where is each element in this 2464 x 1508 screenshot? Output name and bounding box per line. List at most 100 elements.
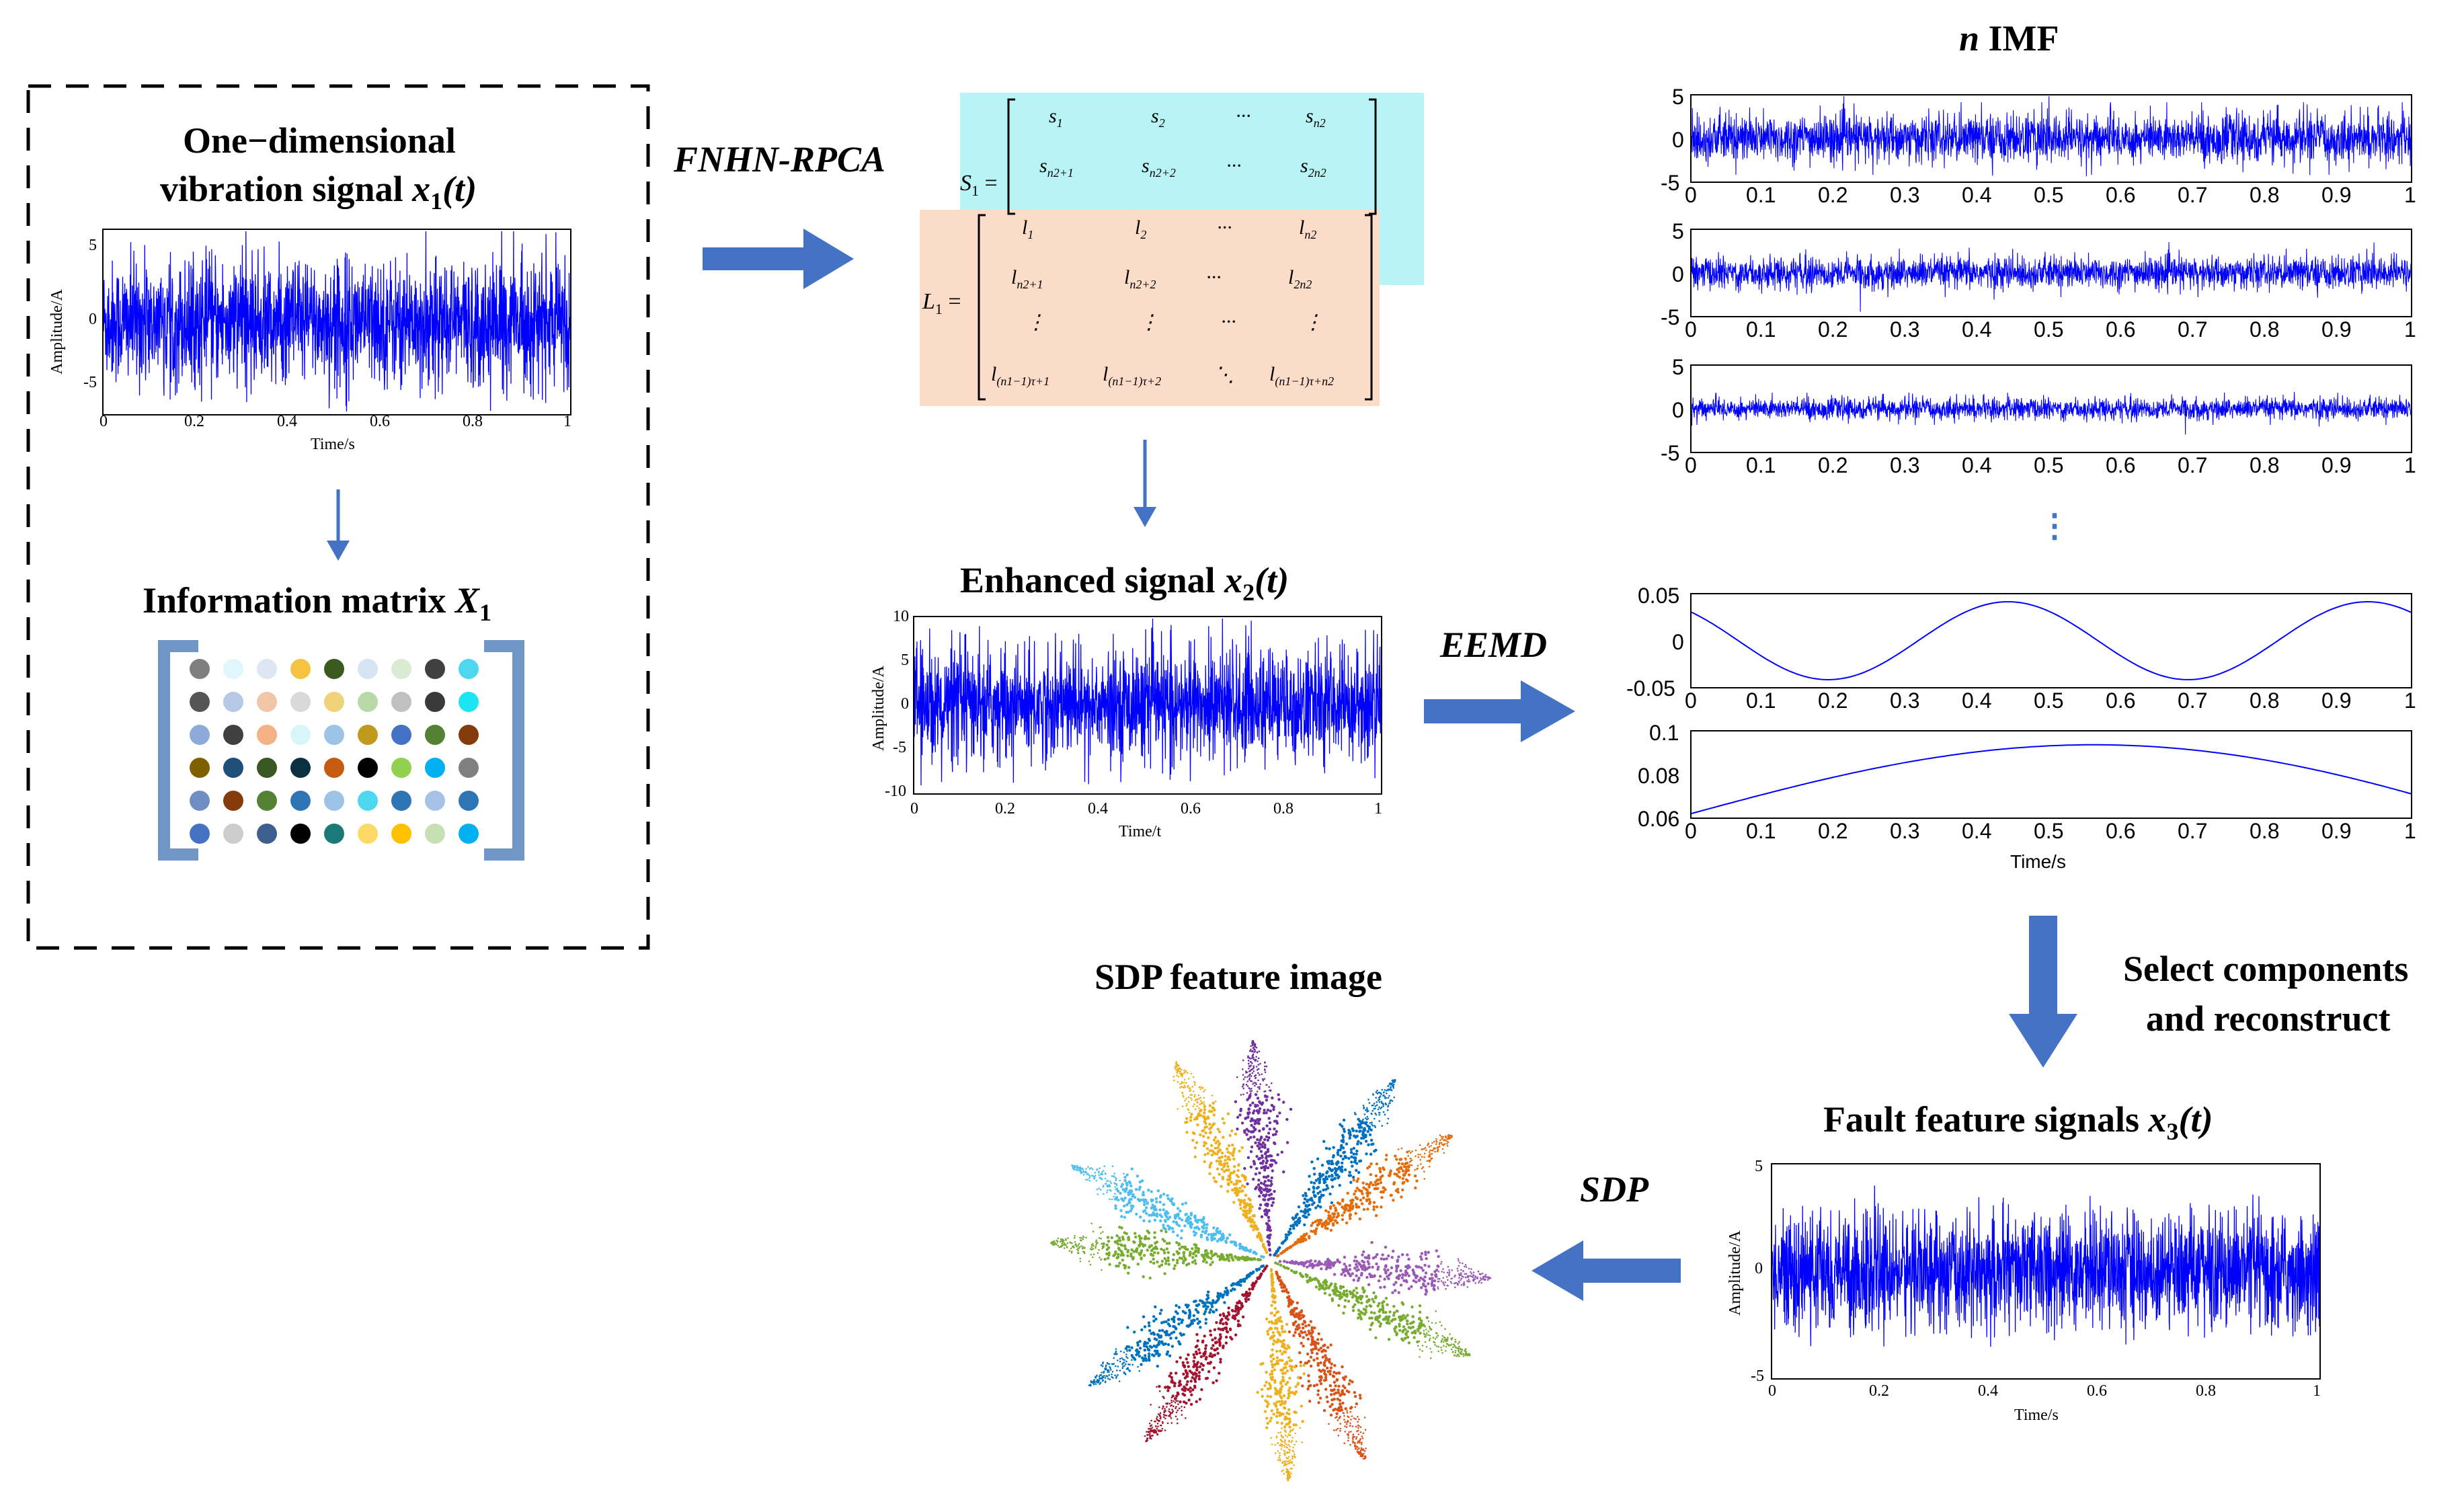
sdp-point — [1448, 1344, 1451, 1346]
sdp-point — [1281, 1427, 1283, 1429]
sdp-point — [1294, 1443, 1296, 1445]
sdp-point — [1197, 1371, 1201, 1374]
sdp-point — [1070, 1247, 1072, 1250]
sdp-point — [1429, 1337, 1431, 1340]
sdp-point — [1341, 1376, 1345, 1380]
sdp-point — [1123, 1175, 1127, 1179]
sdp-point — [1253, 1251, 1257, 1255]
sdp-point — [1376, 1318, 1379, 1322]
sdp-point — [1151, 1254, 1154, 1257]
sdp-point — [1352, 1289, 1356, 1292]
sdp-point — [1375, 1091, 1378, 1093]
sdp-point — [1255, 1047, 1258, 1049]
sdp-point — [1456, 1355, 1458, 1357]
sdp-point — [1366, 1115, 1368, 1118]
sdp-point — [1326, 1358, 1330, 1362]
sdp-point — [1246, 1085, 1249, 1087]
sdp-point — [1302, 1363, 1306, 1367]
sdp-point — [1131, 1256, 1135, 1259]
sdp-point — [1414, 1186, 1417, 1190]
sdp-point — [1417, 1317, 1421, 1321]
sdp-point — [1324, 1261, 1327, 1264]
sdp-point — [1111, 1198, 1113, 1201]
sdp-point — [1431, 1142, 1433, 1144]
sdp-point — [1279, 1454, 1281, 1457]
sdp-point — [1182, 1259, 1185, 1263]
sdp-point — [1283, 1417, 1287, 1421]
sdp-point — [1149, 1260, 1152, 1264]
sdp-point — [1356, 1430, 1358, 1433]
sdp-point — [1382, 1257, 1386, 1261]
sdp-point — [1193, 1251, 1197, 1254]
sdp-point — [1168, 1374, 1171, 1378]
sdp-point — [1190, 1393, 1193, 1396]
sdp-point — [1331, 1289, 1335, 1292]
sdp-point — [1385, 1154, 1388, 1157]
sdp-point — [1349, 1181, 1353, 1184]
sdp-point — [1183, 1400, 1186, 1404]
sdp-point — [1429, 1160, 1431, 1163]
sdp-point — [1277, 1093, 1280, 1097]
sdp-point — [1410, 1285, 1413, 1288]
sdp-point — [1179, 1072, 1181, 1074]
sdp-point — [1138, 1234, 1141, 1238]
sdp-point — [1219, 1357, 1222, 1361]
sdp-point — [1290, 1472, 1292, 1474]
sdp-point — [1193, 1372, 1197, 1375]
sdp-point — [1318, 1287, 1321, 1291]
sdp-point — [1285, 1296, 1289, 1300]
sdp-point — [1406, 1150, 1408, 1152]
sdp-point — [1123, 1188, 1127, 1192]
sdp-point — [1298, 1333, 1301, 1336]
sdp-point — [1350, 1419, 1352, 1421]
sdp-point — [1349, 1151, 1353, 1154]
sdp-point — [1374, 1214, 1378, 1218]
x1-xtick-0: 0 — [100, 413, 108, 430]
sdp-point — [1175, 1406, 1177, 1408]
sdp-point — [1242, 1258, 1246, 1261]
sdp-point — [1166, 1322, 1170, 1326]
sdp-point — [1218, 1372, 1221, 1375]
sdp-point — [1454, 1274, 1456, 1277]
sdp-point — [1269, 1312, 1273, 1315]
sdp-point — [1166, 1385, 1169, 1388]
sdp-point — [1404, 1157, 1406, 1160]
sdp-point — [1254, 1084, 1256, 1087]
sdp-point — [1074, 1243, 1077, 1245]
sdp-point — [1190, 1113, 1193, 1116]
sdp-point — [1246, 1080, 1249, 1082]
sdp-point — [1316, 1187, 1319, 1190]
sdp-point — [1397, 1148, 1400, 1150]
sdp-point — [1313, 1326, 1316, 1330]
sdp-point — [1316, 1389, 1320, 1392]
sdp-point — [1152, 1207, 1156, 1212]
sdp-point — [1168, 1408, 1170, 1411]
sdp-point — [1109, 1378, 1111, 1380]
sdp-point — [1287, 1472, 1290, 1474]
sdp-point — [1315, 1263, 1318, 1267]
sdp-point — [1285, 1247, 1288, 1251]
sdp-point — [1121, 1198, 1125, 1201]
imf-xtick: 0.4 — [1962, 688, 1992, 713]
sdp-point — [1387, 1088, 1389, 1090]
sdp-point — [1093, 1380, 1095, 1382]
sdp-point — [1106, 1191, 1108, 1193]
sdp-point — [1287, 1304, 1290, 1308]
sdp-point — [1123, 1351, 1125, 1353]
imf-xtick: 0 — [1685, 317, 1697, 342]
sdp-point — [1266, 1148, 1270, 1151]
sdp-point — [1175, 1304, 1178, 1308]
sdp-point — [1364, 1135, 1367, 1138]
sdp-point — [1339, 1123, 1342, 1126]
sdp-point — [1113, 1253, 1117, 1256]
sdp-point — [1277, 1442, 1279, 1444]
sdp-point — [1289, 1459, 1291, 1462]
sdp-point — [1225, 1330, 1229, 1333]
sdp-point — [1177, 1207, 1180, 1210]
sdp-point — [1429, 1347, 1431, 1350]
sdp-point — [1372, 1300, 1376, 1304]
sdp-point — [1489, 1277, 1492, 1279]
sdp-point — [1089, 1248, 1092, 1250]
sdp-point — [1119, 1253, 1123, 1257]
